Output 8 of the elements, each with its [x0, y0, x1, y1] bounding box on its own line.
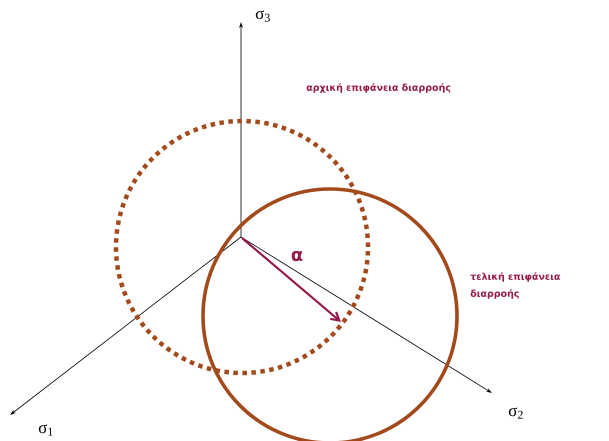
- axis-label: σ$_{2}$: [508, 407, 523, 419]
- dashed-circle: [114, 118, 370, 376]
- circle-outline: [201, 187, 459, 441]
- annotation-label: αρχική επιφάνεια διαρροής: [306, 83, 450, 93]
- vector-label: α: [292, 250, 302, 262]
- axis-label: σ$_{3}$: [256, 10, 270, 22]
- annotation-label: τελική επιφάνεια διαρροής: [470, 272, 560, 299]
- axis-label: σ$_{1}$: [38, 424, 53, 436]
